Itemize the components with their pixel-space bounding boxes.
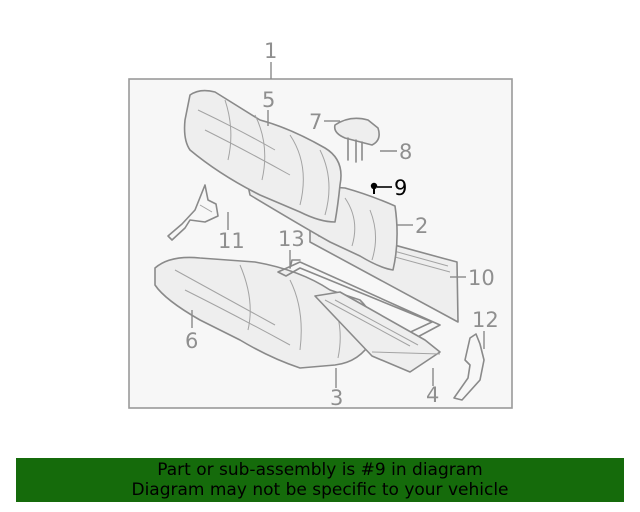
parts-diagram: 1 5 7 8 9 2 11 13 10 12 6 3 4 [128, 39, 513, 410]
callout-10: 10 [468, 266, 495, 290]
part-4-seat-mat [314, 291, 441, 373]
callout-13: 13 [278, 227, 305, 251]
banner-line-disclaimer: Diagram may not be specific to your vehi… [131, 480, 509, 500]
callout-9[interactable]: 9 [394, 176, 407, 200]
callout-4: 4 [426, 383, 439, 407]
callout-7: 7 [309, 110, 322, 134]
callout-3: 3 [330, 386, 343, 410]
banner-line-part: Part or sub-assembly is #9 in diagram [157, 460, 483, 480]
part-11-latch [167, 184, 219, 241]
callout-5: 5 [262, 88, 275, 112]
callout-11: 11 [218, 229, 245, 253]
part-9-bolt [370, 182, 378, 194]
callout-2: 2 [415, 214, 428, 238]
part-5-seatback-cover [183, 89, 342, 223]
callout-8: 8 [399, 140, 412, 164]
part-7-headrest [333, 117, 380, 163]
callout-12: 12 [472, 308, 499, 332]
callout-1: 1 [264, 39, 277, 63]
part-12-hinge [453, 333, 485, 401]
callout-6: 6 [185, 329, 198, 353]
info-banner: Part or sub-assembly is #9 in diagram Di… [16, 458, 624, 502]
